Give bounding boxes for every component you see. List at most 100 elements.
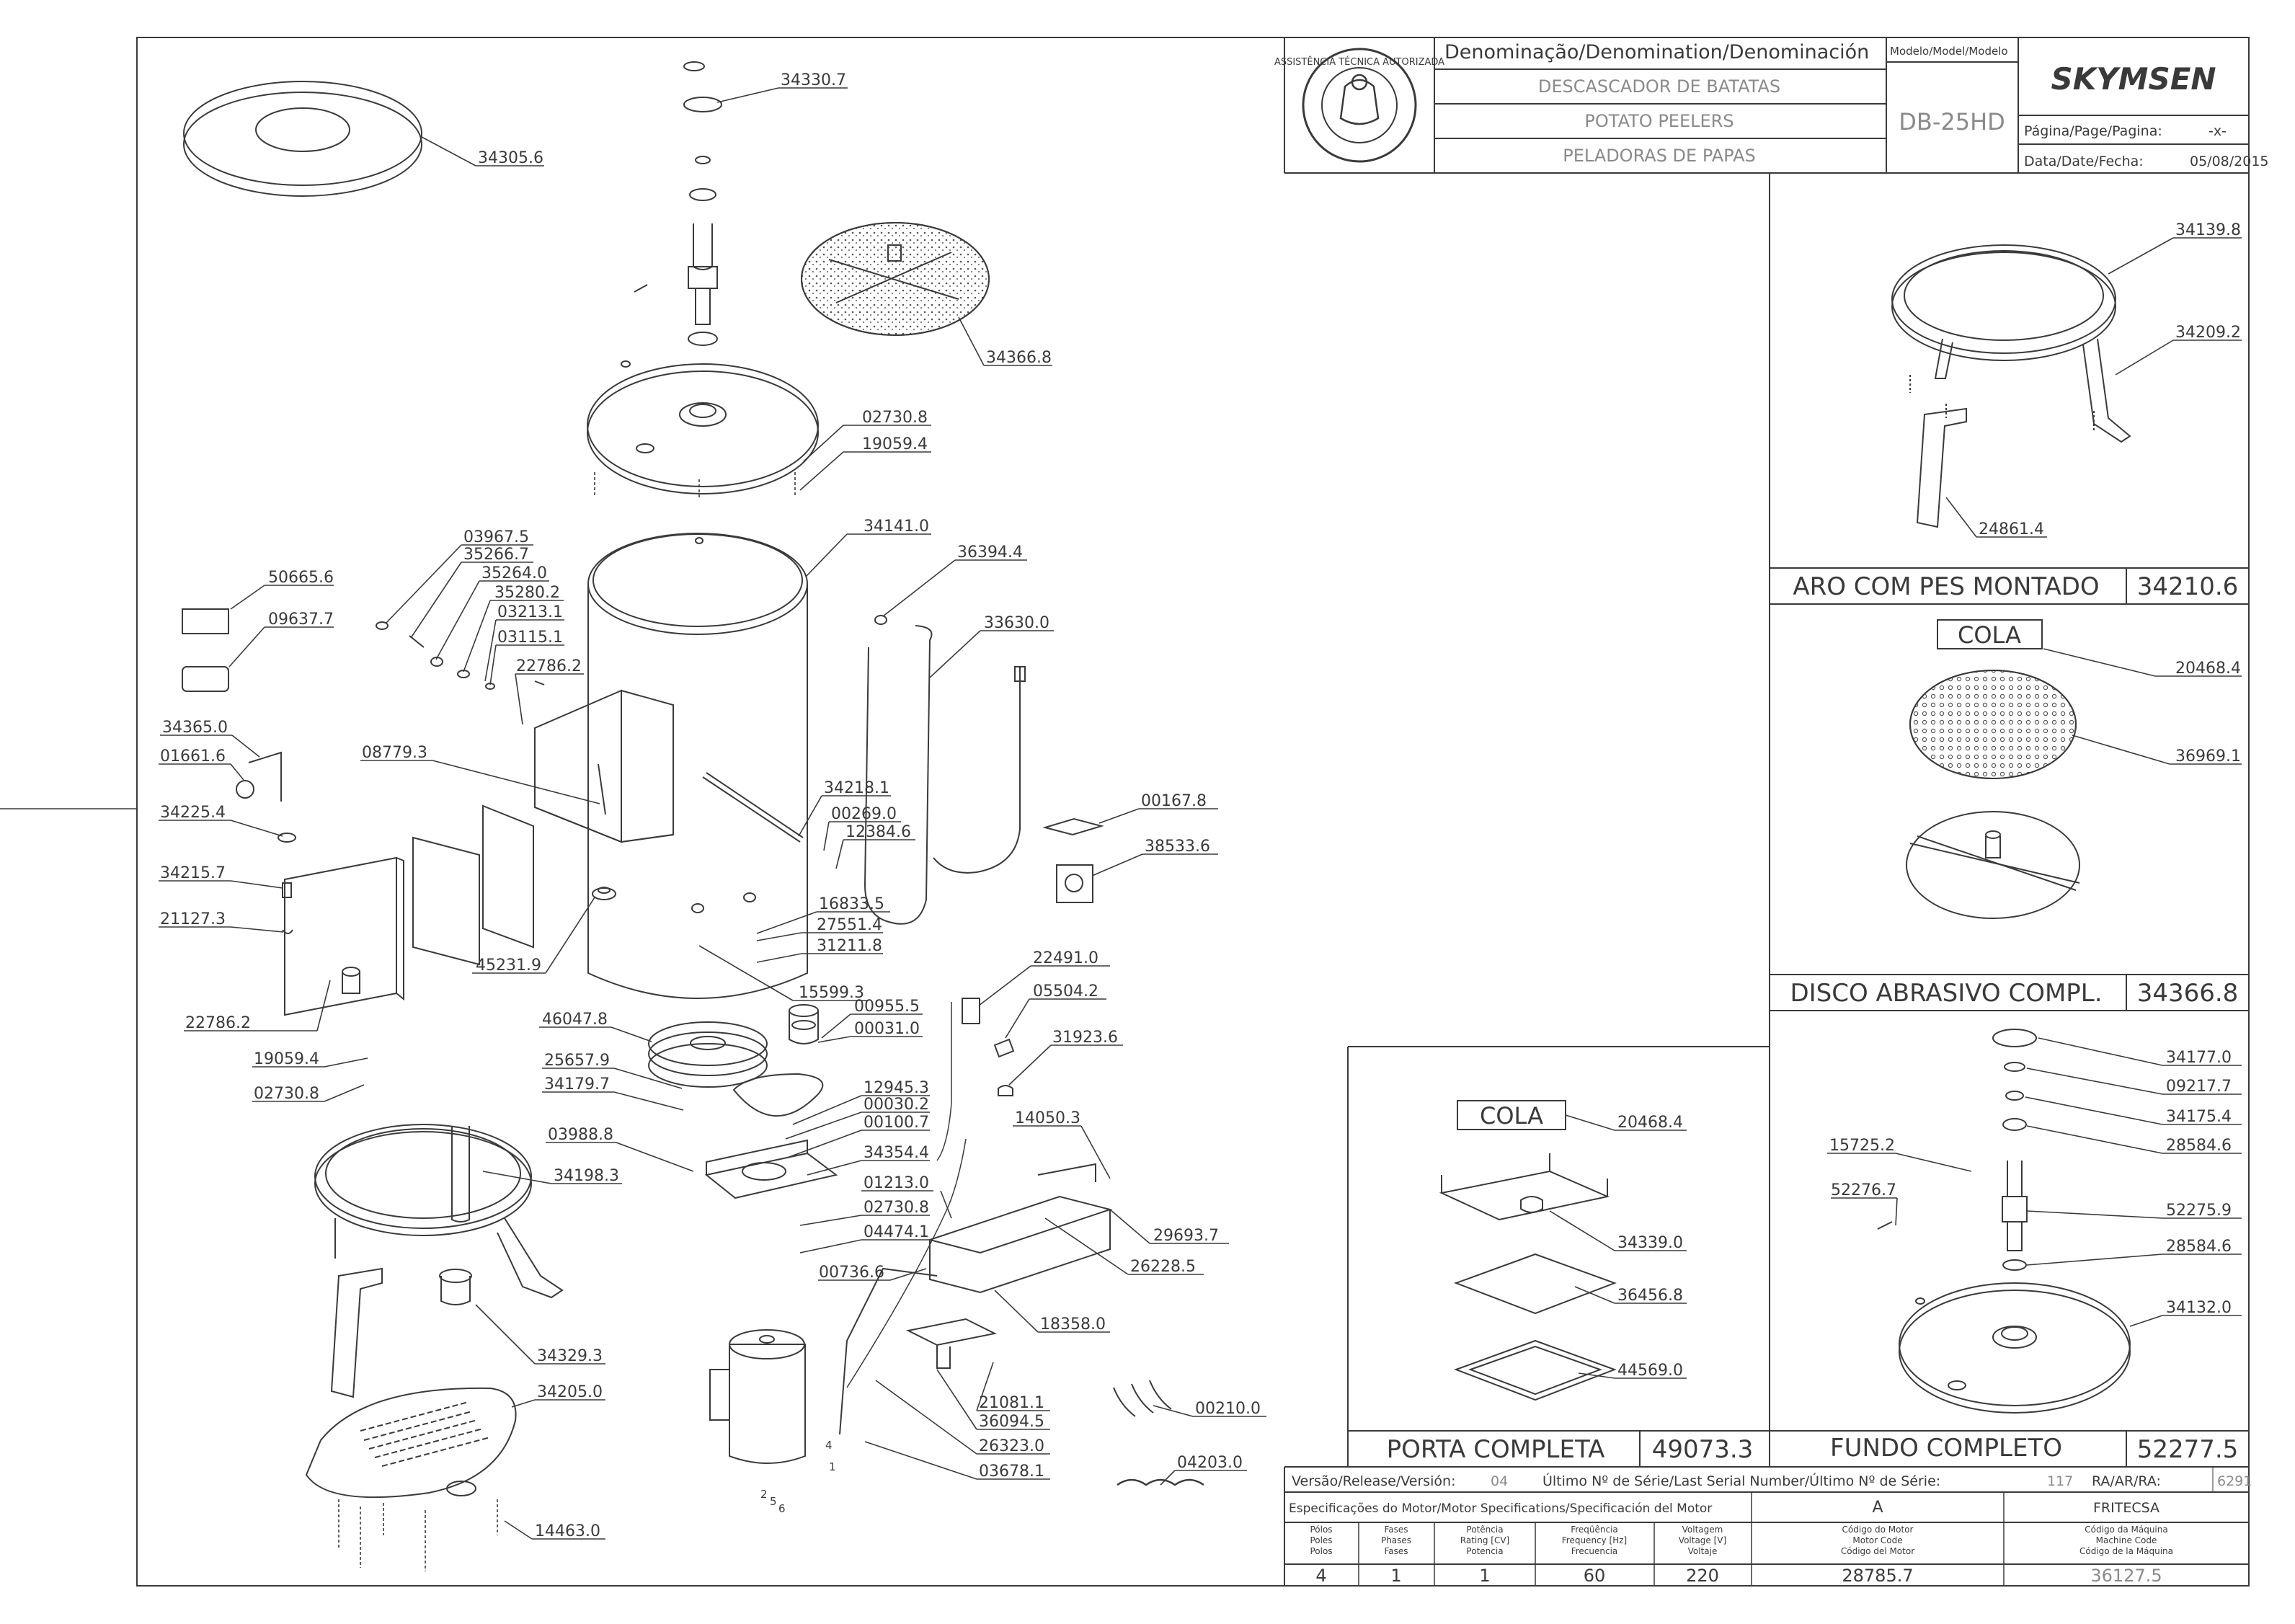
motor-variant: A xyxy=(1872,1499,1883,1517)
part-label: 46047.8 xyxy=(542,1011,608,1029)
part-number-labels: 34330.7 34305.6 34366.8 02730.8 19059.4 … xyxy=(160,71,1261,1540)
part-label: 00031.0 xyxy=(854,1020,920,1038)
serial-value: 117 xyxy=(2047,1473,2073,1489)
part-label: 34205.0 xyxy=(537,1383,603,1401)
part-label: 52275.9 xyxy=(2166,1202,2232,1220)
part-label: 33630.0 xyxy=(984,614,1049,632)
model-header: Modelo/Model/Modelo xyxy=(1890,45,2008,58)
denomination-header: Denominação/Denomination/Denominación xyxy=(1444,41,1869,63)
part-label: 14050.3 xyxy=(1015,1109,1080,1127)
pulley-drawing xyxy=(648,1021,768,1088)
wire-number: 4 xyxy=(825,1439,833,1452)
part-label: 35264.0 xyxy=(481,564,547,582)
part-label: 00030.2 xyxy=(864,1096,929,1114)
serial-label: Último Nº de Série/Last Serial Number/Úl… xyxy=(1542,1472,1940,1489)
door-complete-panel: COLA 20468.4 34339.0 36456.8 44569.0 POR… xyxy=(1387,1100,1754,1464)
part-label: 38533.6 xyxy=(1145,838,1210,856)
part-label: 25657.9 xyxy=(544,1052,610,1070)
col-header: Freqüência xyxy=(1571,1525,1618,1535)
ring-with-feet-drawing xyxy=(1891,244,2131,528)
top-shaft-stack-drawing xyxy=(634,61,722,346)
part-label: 36094.5 xyxy=(979,1413,1044,1431)
bottom-panel-title: FUNDO COMPLETO xyxy=(1830,1434,2062,1463)
part-label: 18358.0 xyxy=(1040,1315,1106,1334)
part-label: 50665.6 xyxy=(268,569,334,587)
flap-drawing xyxy=(284,856,404,1016)
part-label: 35280.2 xyxy=(494,584,560,602)
col-header: Fases xyxy=(1384,1546,1408,1556)
part-label: 03988.8 xyxy=(548,1126,613,1144)
col-header: Phases xyxy=(1381,1535,1411,1545)
motor-spec-header: Especificações do Motor/Motor Specificat… xyxy=(1289,1501,1712,1516)
col-header: Frecuencia xyxy=(1571,1546,1618,1556)
part-label: 34132.0 xyxy=(2166,1299,2232,1317)
part-label: 36969.1 xyxy=(2175,747,2241,766)
bottom-grate-drawing xyxy=(305,1387,517,1499)
col-header: Machine Code xyxy=(2096,1535,2157,1545)
version-label: Versão/Release/Versión: xyxy=(1292,1473,1456,1489)
window-glass-drawing xyxy=(412,804,534,966)
part-label: 34305.6 xyxy=(478,149,543,167)
part-label: 00269.0 xyxy=(831,805,897,823)
part-label: 19059.4 xyxy=(254,1050,319,1068)
door-panel-code: 49073.3 xyxy=(1652,1435,1754,1464)
bottom-assembly-drawing xyxy=(1877,1029,2131,1414)
part-label: 09637.7 xyxy=(268,611,334,629)
col-header: Potencia xyxy=(1466,1546,1503,1556)
handle-drawing xyxy=(236,751,282,802)
part-label: 34198.3 xyxy=(554,1167,619,1185)
part-label: 01213.0 xyxy=(864,1174,929,1192)
part-label: 12384.6 xyxy=(845,823,911,841)
water-hose-drawing xyxy=(864,615,1026,925)
part-label: 02730.8 xyxy=(864,1199,929,1217)
wire-numbers: 4 1 2 5 6 xyxy=(760,1439,836,1515)
part-label: 34139.8 xyxy=(2175,221,2241,239)
wire-number: 2 xyxy=(760,1488,768,1501)
version-value: 04 xyxy=(1491,1473,1508,1489)
part-label: 34218.1 xyxy=(824,779,889,797)
part-label: 21081.1 xyxy=(979,1394,1044,1412)
part-label: 03213.1 xyxy=(497,603,563,621)
part-label: 34354.4 xyxy=(864,1144,929,1162)
bottom-complete-panel: 34177.0 09217.7 34175.4 28584.6 15725.2 … xyxy=(1827,1029,2242,1464)
part-label: 34365.0 xyxy=(162,719,228,737)
part-label: 15725.2 xyxy=(1829,1137,1895,1155)
name-en: POTATO PEELERS xyxy=(1584,111,1734,131)
motor-drawing xyxy=(709,1329,806,1464)
part-label: 34225.4 xyxy=(160,804,226,822)
exploded-view-drawings xyxy=(182,61,1204,1499)
part-label: 01661.6 xyxy=(160,747,226,766)
rod-drawing xyxy=(702,772,804,843)
part-label: 34366.8 xyxy=(986,349,1052,367)
col-header: Motor Code xyxy=(1852,1535,1902,1545)
door-panel-title: PORTA COMPLETA xyxy=(1387,1435,1605,1464)
capacitor-bracket-drawing xyxy=(905,1318,998,1369)
part-label: 22491.0 xyxy=(1033,949,1098,967)
disc-panel-code: 34366.8 xyxy=(2137,979,2239,1008)
part-label: 26323.0 xyxy=(979,1437,1044,1455)
part-label: 04474.1 xyxy=(864,1223,929,1241)
disc-panel-title: DISCO ABRASIVO COMPL. xyxy=(1790,979,2102,1008)
part-label: 02730.8 xyxy=(254,1085,319,1103)
part-label: 03678.1 xyxy=(979,1463,1044,1481)
leader-lines xyxy=(159,87,1266,1571)
part-label: 26228.5 xyxy=(1130,1258,1196,1276)
part-label: 34209.2 xyxy=(2175,324,2241,342)
part-label: 16833.5 xyxy=(819,895,884,913)
part-label: 24861.4 xyxy=(1979,520,2044,538)
part-label: 34141.0 xyxy=(864,518,929,536)
part-label: 00100.7 xyxy=(864,1114,929,1132)
ra-label: RA/AR/RA: xyxy=(2092,1473,2161,1489)
part-label: 03967.5 xyxy=(463,528,529,546)
part-label: 34330.7 xyxy=(781,71,846,89)
col-header: Frequency [Hz] xyxy=(1562,1535,1628,1545)
part-label: 31923.6 xyxy=(1052,1029,1118,1047)
part-label: 34339.0 xyxy=(1617,1234,1683,1252)
abrasive-disc-drawing xyxy=(801,222,990,336)
part-label: 14463.0 xyxy=(535,1522,600,1540)
door-assembly-drawing xyxy=(534,689,674,843)
door-parts-drawing xyxy=(1439,1153,1617,1401)
part-label: 44569.0 xyxy=(1617,1362,1683,1380)
name-pt: DESCASCADOR DE BATATAS xyxy=(1538,76,1780,97)
